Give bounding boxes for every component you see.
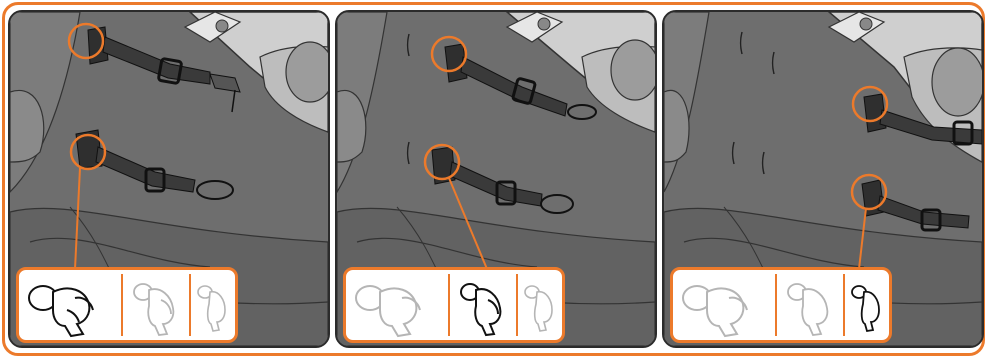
child-small-icon — [518, 270, 562, 340]
panel-2 — [335, 10, 657, 348]
size-legend-2 — [343, 267, 565, 343]
child-small-icon — [845, 270, 889, 340]
panel-1 — [8, 10, 330, 348]
child-large-icon — [673, 270, 775, 340]
size-legend-1 — [16, 267, 238, 343]
child-medium-icon — [777, 270, 843, 340]
child-large-icon — [346, 270, 448, 340]
child-medium-icon — [450, 270, 516, 340]
size-legend-3 — [670, 267, 892, 343]
child-small-icon — [191, 270, 235, 340]
panel-3 — [662, 10, 984, 348]
child-medium-icon — [123, 270, 189, 340]
child-large-icon — [19, 270, 121, 340]
